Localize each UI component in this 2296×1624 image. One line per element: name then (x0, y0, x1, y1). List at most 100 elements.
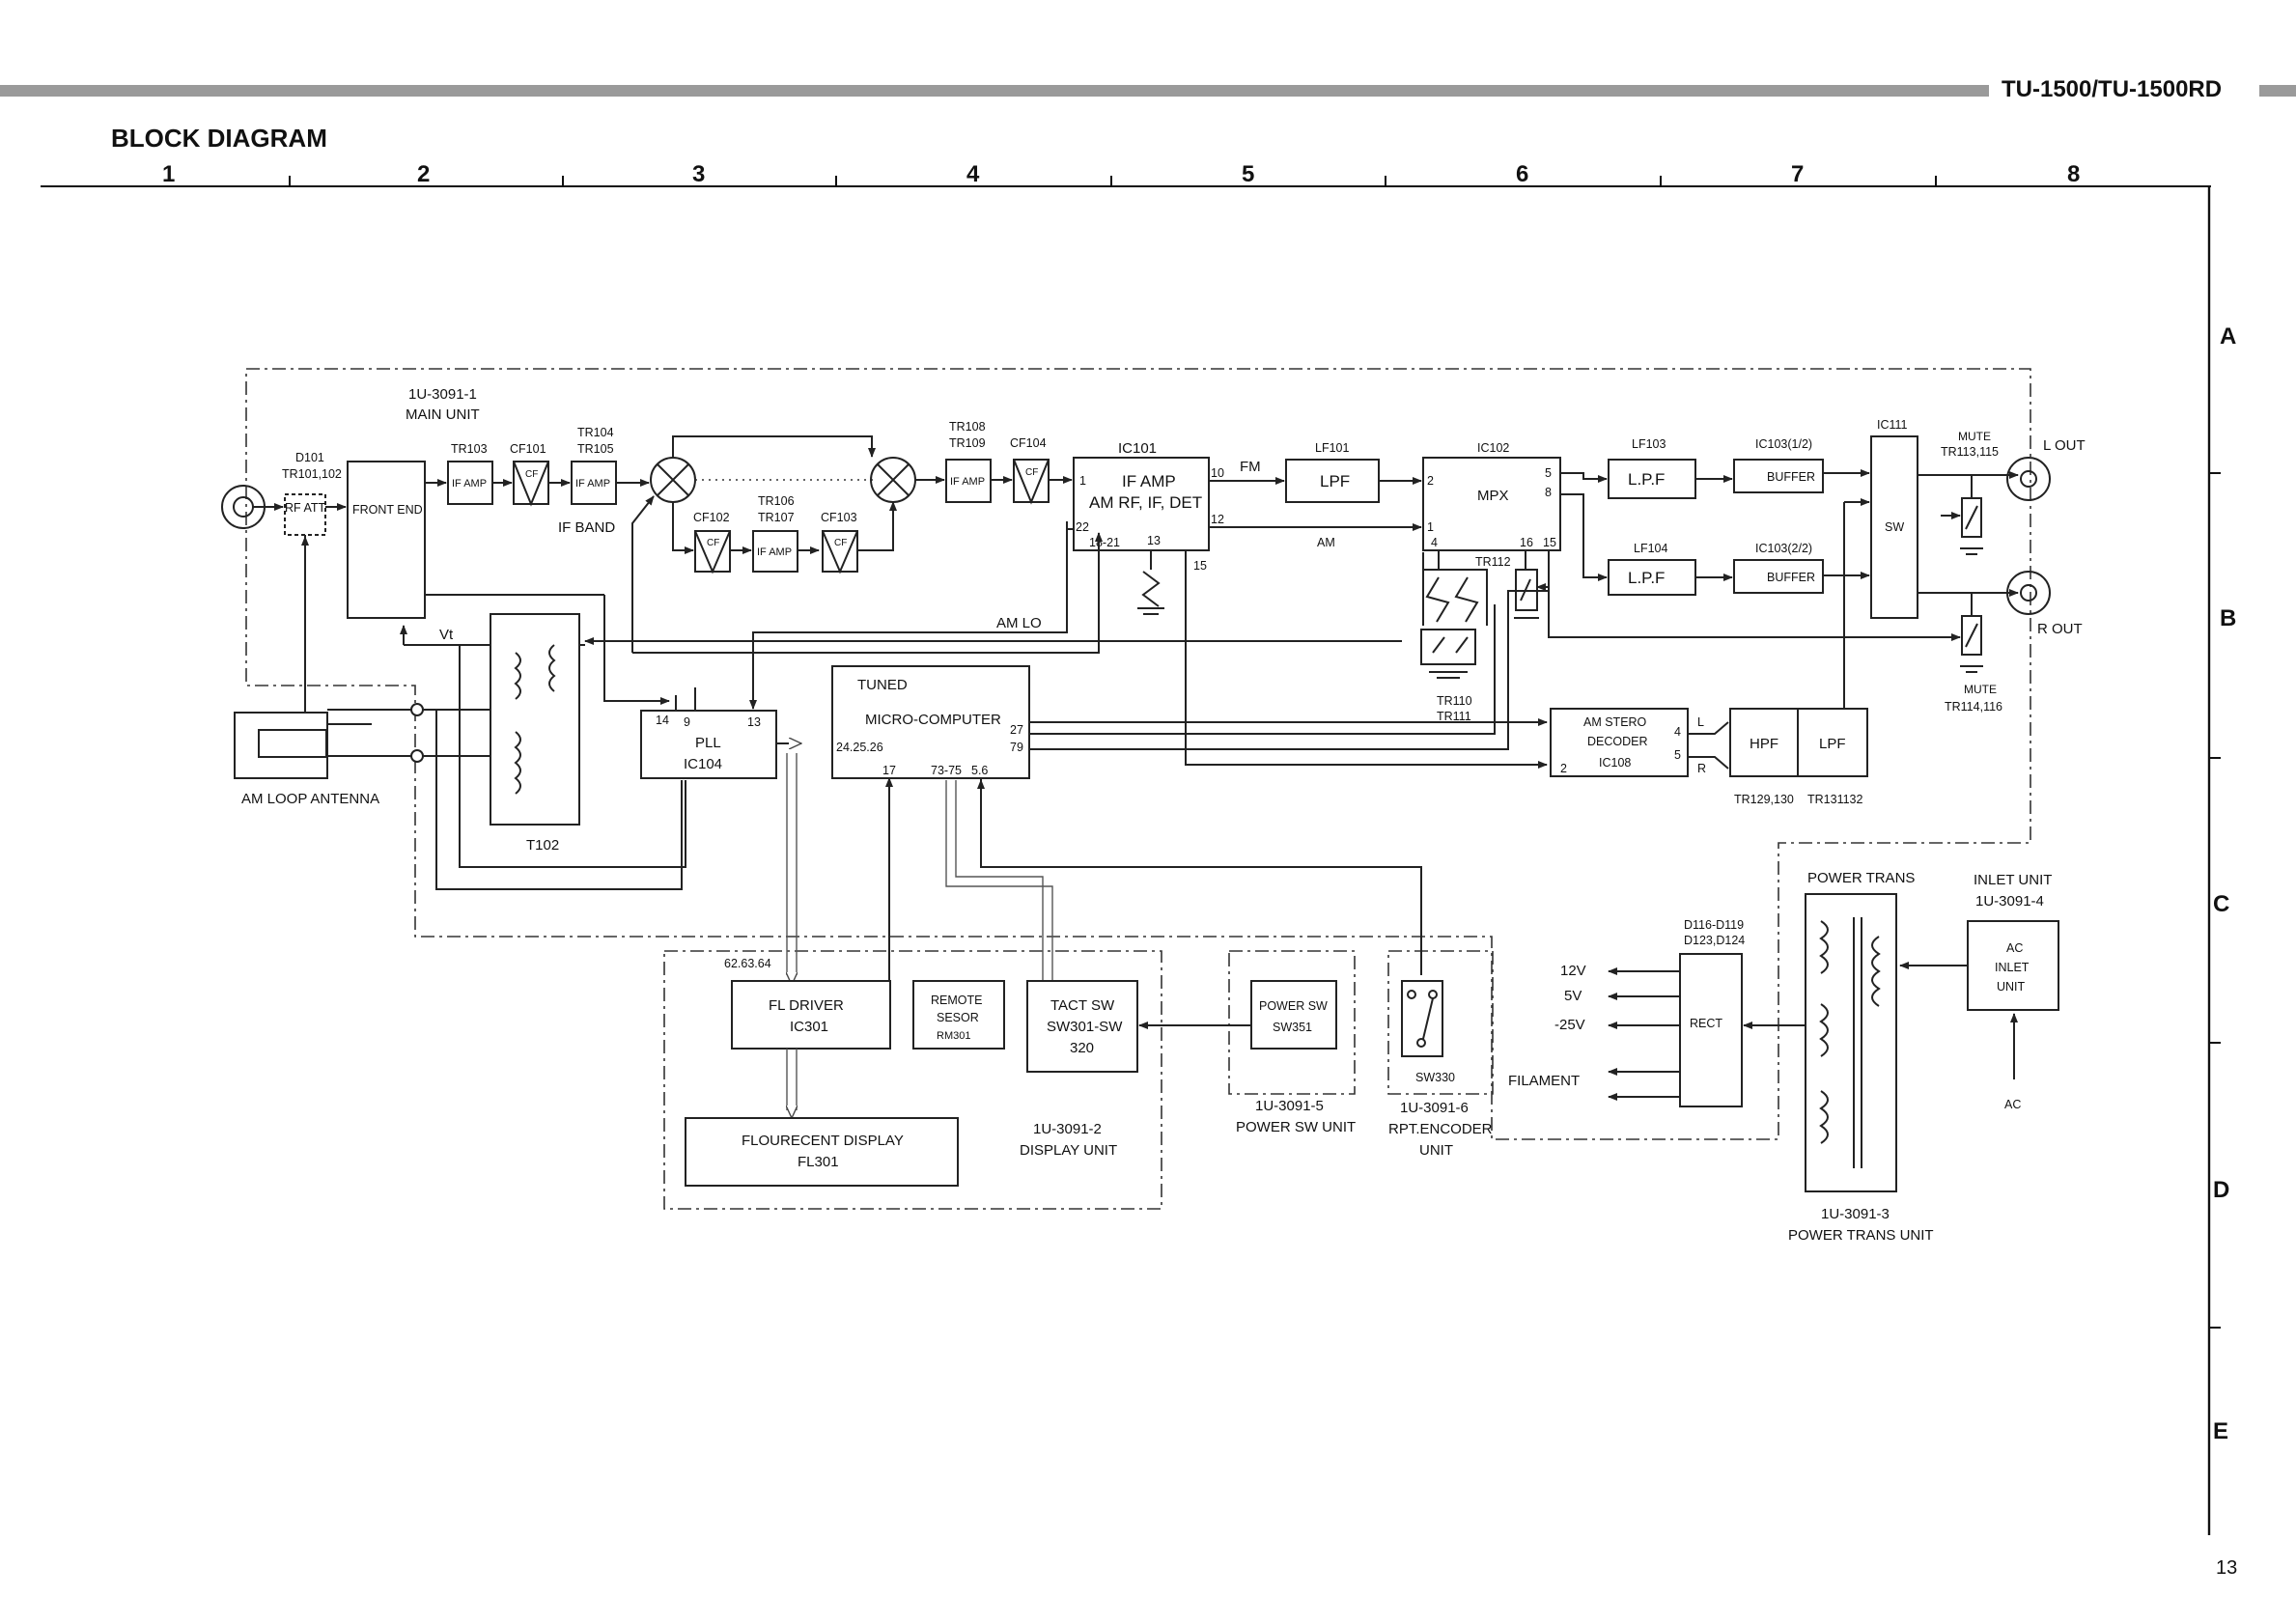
tact-sw (1026, 980, 1138, 1073)
lpf-lf104 (1608, 559, 1696, 596)
ic101-pin1821: 18-21 (1089, 536, 1120, 549)
vm25-label: -25V (1554, 1017, 1585, 1033)
display-unit-id: 1U-3091-2 (1033, 1121, 1102, 1137)
micro-pin27: 27 (1010, 723, 1023, 737)
grid-col-7: 7 (1791, 161, 1804, 187)
grid-col-2: 2 (417, 161, 430, 187)
power-trans-unit-id: 1U-3091-3 (1821, 1206, 1890, 1222)
page-title: BLOCK DIAGRAM (111, 124, 327, 153)
grid-row-c: C (2213, 891, 2229, 917)
ic101-line1: IF AMP (1122, 472, 1176, 490)
lpf-lf103-label: L.P.F (1628, 470, 1665, 489)
display-line2: FL301 (798, 1154, 839, 1170)
cf101-text: CF (525, 469, 538, 480)
mpx-pin15: 15 (1543, 536, 1556, 549)
ic101-pin13: 13 (1147, 534, 1161, 547)
buffer-ic103b-label: BUFFER (1767, 571, 1815, 584)
tr110-label: TR110 (1437, 694, 1472, 708)
micro-label: MICRO-COMPUTER (865, 712, 1001, 728)
power-trans-unit-name: POWER TRANS UNIT (1788, 1227, 1934, 1244)
ic104-label: IC104 (684, 756, 722, 772)
tr113-label: TR113,115 (1941, 445, 1999, 459)
mixer-2 (870, 457, 916, 503)
tr103-label: TR103 (451, 442, 488, 456)
if-band-label: IF BAND (558, 519, 615, 536)
rect-label: RECT (1690, 1017, 1722, 1030)
tact-line2: SW301-SW (1047, 1019, 1123, 1035)
ic108-r: R (1697, 762, 1706, 775)
power-sw-unit-boundary (1228, 950, 1356, 1095)
am-loop-label: AM LOOP ANTENNA (241, 791, 379, 807)
am-stereo-decoder (1550, 708, 1689, 777)
fm-label: FM (1240, 459, 1261, 475)
if-amp-tr108-label: IF AMP (950, 476, 985, 488)
fl-driver-label: FL DRIVER (769, 997, 844, 1014)
ic101-line2: AM RF, IF, DET (1089, 493, 1202, 512)
cf101-block (513, 461, 549, 505)
tact-line3: 320 (1070, 1040, 1094, 1056)
fl-driver-ic301 (731, 980, 891, 1050)
mixer-1 (650, 457, 696, 503)
micro-tuned: TUNED (857, 677, 908, 693)
grid-col-ticks (289, 176, 1937, 186)
tr129-label: TR129,130 (1734, 793, 1794, 806)
ac-label: AC (2004, 1098, 2021, 1111)
grid-col-8: 8 (2067, 161, 2080, 187)
filament-label: FILAMENT (1508, 1073, 1580, 1089)
mpx-pin1: 1 (1427, 520, 1434, 534)
lf101-label: LF101 (1315, 441, 1349, 455)
grid-col-6: 6 (1516, 161, 1528, 187)
ic111-sw-label: SW (1885, 520, 1904, 534)
ic103b-label: IC103(2/2) (1755, 542, 1812, 555)
ic103a-label: IC103(1/2) (1755, 437, 1812, 451)
mpx-label: MPX (1477, 488, 1509, 504)
cf103-text: CF (834, 538, 847, 548)
rf-att-block (284, 493, 326, 536)
tr131-label: TR131132 (1807, 793, 1862, 806)
t102-block (490, 613, 580, 826)
encoder-unit-boundary (1387, 950, 1494, 1095)
inlet-line1: AC (2006, 941, 2023, 955)
rf-att-label: RF ATT (285, 501, 325, 515)
power-sw-unit-name: POWER SW UNIT (1236, 1119, 1356, 1135)
v5-label: 5V (1564, 988, 1582, 1004)
grid-col-4: 4 (966, 161, 980, 187)
buffer-ic103a-label: BUFFER (1767, 470, 1815, 484)
tr108-label: TR108 (949, 420, 986, 434)
ic101-pin22: 22 (1076, 520, 1089, 534)
micro-pin7375: 73-75 (931, 764, 962, 777)
tr101-label: TR101,102 (282, 467, 342, 481)
sw330-label: SW330 (1415, 1071, 1455, 1084)
display-unit-boundary (663, 950, 1162, 1210)
tr112-label: TR112 (1475, 555, 1511, 569)
inlet-line2: INLET (1995, 961, 2030, 974)
micro-pin56: 5.6 (971, 764, 988, 777)
cf104-block (1013, 459, 1050, 503)
am-label: AM (1317, 536, 1335, 549)
tr110-switch (1420, 629, 1476, 665)
l-out-label: L OUT (2043, 437, 2086, 454)
power-sw-unit-id: 1U-3091-5 (1255, 1098, 1324, 1114)
t102-coils (514, 644, 556, 795)
tact-line1: TACT SW (1050, 997, 1115, 1014)
am-stereo-line2: DECODER (1587, 735, 1648, 748)
mute-top: MUTE (1958, 430, 1991, 443)
ic101-pin12: 12 (1211, 513, 1224, 526)
pll-pin13: 13 (747, 715, 761, 729)
lpf-lf104-label: L.P.F (1628, 569, 1665, 587)
tr107-label: TR107 (758, 511, 795, 524)
mpx-pin8: 8 (1545, 486, 1552, 499)
model-label: TU-1500/TU-1500RD (2002, 76, 2222, 102)
mpx-pin2: 2 (1427, 474, 1434, 488)
power-trans-label: POWER TRANS (1807, 870, 1915, 886)
cf102-label: CF102 (693, 511, 730, 524)
cf104-text: CF (1025, 467, 1038, 478)
display-pins: 62.63.64 (724, 957, 771, 970)
grid-col-3: 3 (692, 161, 705, 187)
cf101-label: CF101 (510, 442, 546, 456)
lpf-ic108-label: LPF (1819, 736, 1846, 752)
power-sw-line2: SW351 (1273, 1021, 1312, 1034)
diodes-1: D116-D119 (1684, 918, 1744, 932)
vt-label: Vt (439, 627, 454, 643)
